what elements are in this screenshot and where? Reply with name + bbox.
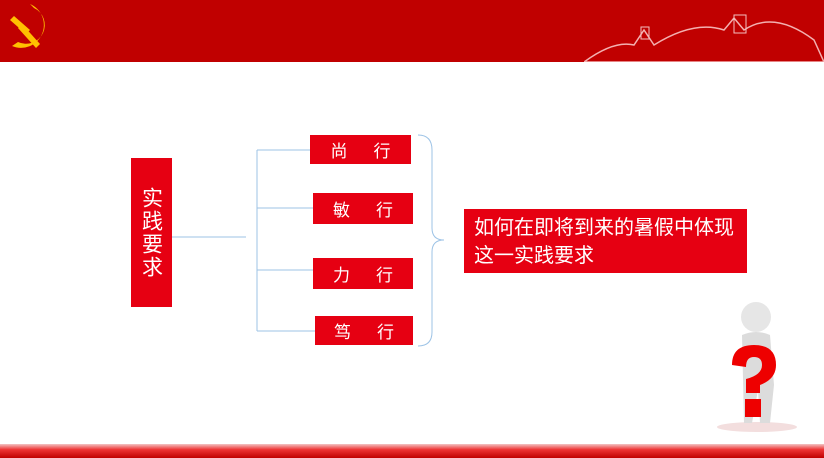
great-wall-decoration (584, 14, 824, 62)
node-suffix: 行 (376, 201, 393, 221)
node-suffix: 行 (373, 142, 391, 162)
node-du-xing: 笃行 (315, 316, 413, 345)
thinking-figure-question-mark-image (717, 302, 797, 432)
question-box: 如何在即将到来的暑假中体现这一实践要求 (464, 209, 747, 273)
node-char: 力 (333, 266, 350, 286)
node-min-xing: 敏行 (313, 193, 413, 224)
node-suffix: 行 (376, 266, 393, 286)
footer-bar (0, 444, 824, 458)
node-shang-xing: 尚行 (310, 135, 411, 164)
node-char: 尚 (330, 142, 348, 162)
node-char: 笃 (334, 323, 351, 343)
node-li-xing: 力行 (313, 258, 413, 289)
node-char: 敏 (333, 201, 350, 221)
node-suffix: 行 (377, 323, 394, 343)
party-emblem-icon (10, 4, 45, 48)
root-node: 实践要求 (131, 158, 172, 307)
header-banner (0, 0, 824, 62)
